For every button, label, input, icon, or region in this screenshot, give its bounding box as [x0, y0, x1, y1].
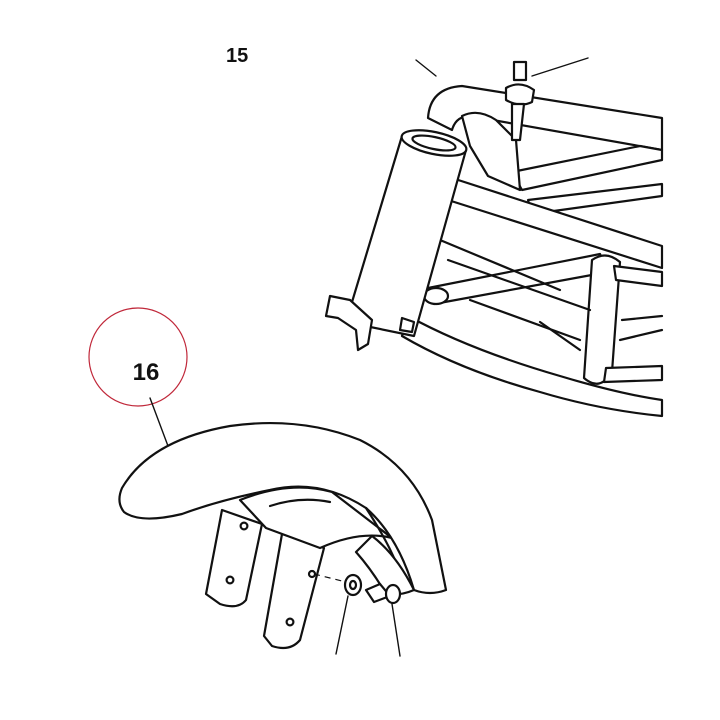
top-bolt — [504, 57, 589, 142]
callout-circle — [88, 307, 188, 407]
leader-line-top — [415, 59, 437, 77]
bolt-head — [384, 583, 402, 605]
fender-fasteners — [313, 573, 402, 657]
callout-part-16: 16 — [88, 307, 188, 447]
front-fender — [118, 422, 448, 650]
leader-line-bolt — [391, 603, 401, 657]
leader-line-washer — [335, 595, 349, 655]
steering-head-tube — [324, 129, 468, 352]
callout-number: 16 — [133, 359, 160, 386]
callout-leader-line — [149, 397, 169, 447]
partial-part-label: 15 — [226, 45, 248, 67]
frame-assembly — [400, 84, 664, 418]
